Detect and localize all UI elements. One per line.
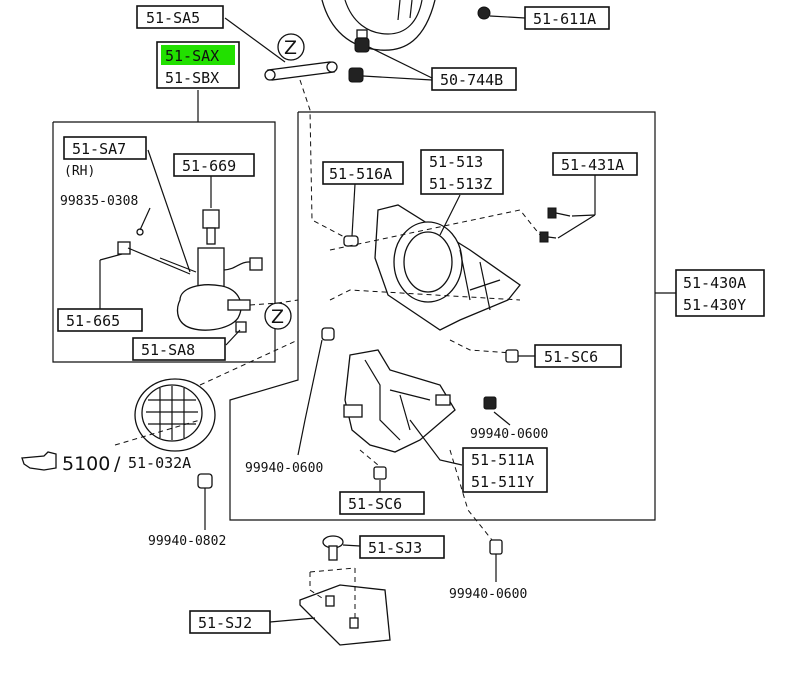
label-rh-text: (RH) xyxy=(64,164,95,179)
nut-0600-bottom xyxy=(449,449,503,582)
label-51-430y-text: 51-430Y xyxy=(683,296,746,314)
nut-sc6-upper xyxy=(505,349,535,363)
highlight-51-sax xyxy=(161,45,235,65)
sealed-beam-unit xyxy=(114,339,299,452)
motor-actuator xyxy=(117,209,263,333)
label-51-sa7-text: 51-SA7 xyxy=(72,140,126,158)
nut-0600-right xyxy=(483,396,511,426)
label-51-665-text: 51-665 xyxy=(66,312,120,330)
mounting-ring xyxy=(374,204,521,331)
label-51-sa5-text: 51-SA5 xyxy=(146,9,200,27)
nut-0802 xyxy=(197,473,213,530)
clip-sj3 xyxy=(322,535,361,561)
label-51-032a-text: 51-032A xyxy=(128,454,191,472)
label-51-sj2-text: 51-SJ2 xyxy=(198,614,252,632)
label-99940-0600-left: 99940-0600 xyxy=(245,461,323,476)
reference-5100: 5100 / 51-032A xyxy=(21,451,191,475)
label-51-665: 51-665 xyxy=(57,308,143,332)
nut-0600-left xyxy=(297,327,335,456)
label-51-sax-sbx: 51-SAX 51-SBX xyxy=(156,41,240,89)
label-51-sc6-lower: 51-SC6 xyxy=(339,491,425,515)
motor-group-frame xyxy=(52,90,276,363)
label-51-511a-text: 51-511A xyxy=(471,451,534,469)
nut-sc6-lower xyxy=(359,449,387,492)
label-50-744b: 50-744B xyxy=(431,67,517,91)
label-99940-0600-right: 99940-0600 xyxy=(470,427,548,442)
label-51-516a: 51-516A xyxy=(322,161,404,185)
label-51-430a-text: 51-430A xyxy=(683,274,746,292)
lamp-housing-bracket xyxy=(343,349,456,453)
label-51-669-text: 51-669 xyxy=(182,157,236,175)
adjuster-pin xyxy=(343,183,359,247)
label-99940-0600-bottom: 99940-0600 xyxy=(449,587,527,602)
label-51-sa7: 51-SA7 (RH) xyxy=(63,136,147,179)
nut-744b-upper xyxy=(354,29,370,53)
assembly-group-frame xyxy=(229,111,676,521)
bolt-611a xyxy=(477,6,526,20)
label-51-511y-text: 51-511Y xyxy=(471,473,534,491)
label-51-611a: 51-611A xyxy=(524,6,610,30)
label-51-sa8: 51-SA8 xyxy=(132,337,226,361)
label-51-sj3-text: 51-SJ3 xyxy=(368,539,422,557)
nut-744b-lower xyxy=(348,67,364,83)
label-51-513z-text: 51-513Z xyxy=(429,175,492,193)
linkage-rod xyxy=(224,17,338,81)
label-51-431a: 51-431A xyxy=(552,152,638,176)
label-51-669: 51-669 xyxy=(173,153,255,177)
label-51-sa5: 51-SA5 xyxy=(136,5,224,29)
shield-plate-sj2 xyxy=(269,567,391,646)
label-slash: / xyxy=(114,453,121,475)
upper-housing-fragment xyxy=(321,0,436,51)
label-51-sbx-text: 51-SBX xyxy=(165,69,219,87)
label-51-513-text: 51-513 xyxy=(429,153,483,171)
label-51-sc6-upper: 51-SC6 xyxy=(534,344,622,368)
pointing-hand-icon xyxy=(21,451,57,471)
label-51-sc6-lower-text: 51-SC6 xyxy=(348,495,402,513)
label-51-516a-text: 51-516A xyxy=(329,165,392,183)
z-top-label: Z xyxy=(284,37,297,59)
label-5100-text: 5100 xyxy=(62,453,110,475)
label-51-sj3: 51-SJ3 xyxy=(359,535,445,559)
label-51-sc6-upper-text: 51-SC6 xyxy=(544,348,598,366)
label-51-sa8-text: 51-SA8 xyxy=(141,341,195,359)
reference-z-top: Z xyxy=(277,33,305,61)
reference-z-mid: Z xyxy=(264,302,292,330)
label-99940-0802: 99940-0802 xyxy=(148,534,226,549)
label-51-431a-text: 51-431A xyxy=(561,156,624,174)
label-50-744b-text: 50-744B xyxy=(440,71,503,89)
label-51-513: 51-513 51-513Z xyxy=(420,149,504,195)
label-51-611a-text: 51-611A xyxy=(533,10,596,28)
label-51-sax-text: 51-SAX xyxy=(165,47,219,65)
label-51-430a: 51-430A 51-430Y xyxy=(675,269,765,317)
label-99835-0308: 99835-0308 xyxy=(60,194,138,209)
label-51-sj2: 51-SJ2 xyxy=(189,610,271,634)
z-mid-label: Z xyxy=(271,306,284,328)
adjust-screws xyxy=(539,175,596,243)
label-51-511a: 51-511A 51-511Y xyxy=(462,447,548,493)
